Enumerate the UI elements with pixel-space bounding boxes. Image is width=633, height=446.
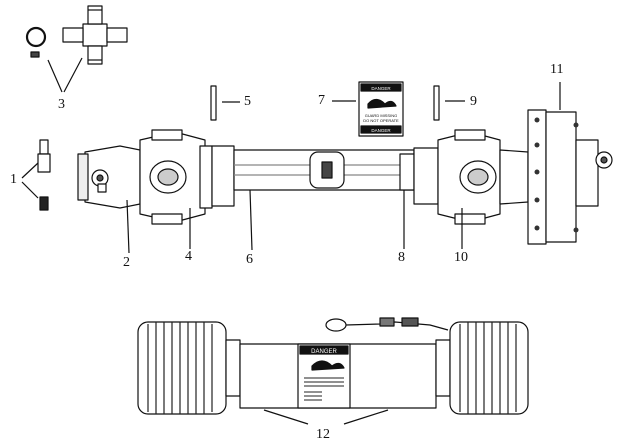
bolt-and-nut [21,139,51,211]
guard-cone-right [413,147,439,205]
key-strip-9 [433,85,440,121]
universal-cross [62,5,128,65]
decal-header-bottom: DANGER [371,128,391,133]
guard-danger-decal [297,343,351,409]
callout-1: 1 [10,172,17,187]
inner-u-joint [437,129,529,249]
bellows-left [137,321,227,415]
tractor-yoke [77,145,141,254]
callout-9: 9 [470,94,477,109]
shear-bolt [39,139,49,155]
decal-line1: GUARD MISSING [365,113,397,118]
callout-12: 12 [316,427,330,442]
guard-cone-left [211,145,235,207]
callout-2: 2 [123,255,130,270]
decal-line2: DO NOT OPERATE [363,118,399,123]
guard-tube-right [435,339,451,397]
callout-10: 10 [454,250,468,265]
snap-ring-and-cross-kit [25,5,128,93]
bellows-right [449,321,529,415]
lock-nut [39,196,49,211]
danger-decal [332,81,404,137]
callout-5: 5 [244,94,251,109]
callout-11: 11 [550,62,564,77]
inner-tube-end [399,153,415,249]
callout-3: 3 [58,97,65,112]
key-strip-5 [210,85,217,121]
snap-ring [25,26,47,48]
slip-clutch [527,82,613,245]
callout-4: 4 [185,249,192,264]
grease-zerk [30,51,40,58]
decal-header: DANGER [371,86,391,91]
outer-tube-with-guard [233,149,415,251]
guard-assembly [137,317,529,425]
guard-tube-left [225,339,241,397]
callout-6: 6 [246,252,253,267]
guard-decal-header: DANGER [311,349,337,355]
outer-u-joint [139,129,213,249]
callout-8: 8 [398,250,405,265]
guard-chain [325,317,449,332]
callout-7: 7 [318,93,325,108]
